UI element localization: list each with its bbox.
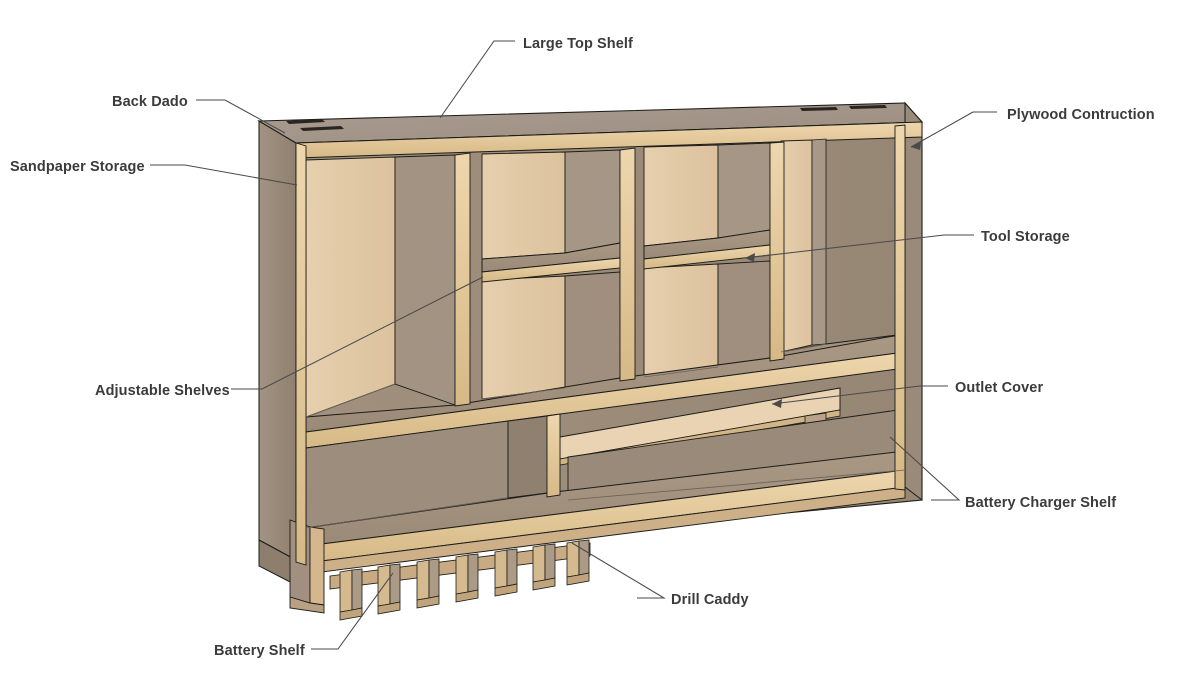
leader-large-top-shelf	[439, 40, 515, 119]
drill-caddy-slat	[455, 553, 479, 603]
cabinet-assembly	[257, 101, 924, 621]
stile-bay3-bay4	[769, 141, 785, 362]
stile-right	[894, 124, 906, 491]
front-stiles	[295, 124, 906, 566]
leader-back-dado	[196, 99, 286, 134]
drill-caddy-slat	[566, 539, 590, 586]
leader-outlet-cover	[771, 385, 948, 405]
leader-adjustable-shelves	[231, 276, 484, 390]
label-outlet-cover: Outlet Cover	[955, 380, 1043, 396]
drill-caddy-slat	[339, 568, 363, 621]
plywood-arrowhead	[911, 142, 921, 150]
label-tool-storage: Tool Storage	[981, 229, 1070, 245]
right-side-panel	[904, 101, 923, 502]
stile-bay1-bay2	[454, 152, 471, 407]
bay3-light-panel	[643, 144, 719, 247]
leader-plywood-arrow-line	[910, 111, 974, 148]
label-large-top-shelf: Large Top Shelf	[523, 36, 633, 52]
left-side-panel	[258, 120, 297, 561]
tool-arrowhead	[745, 253, 755, 262]
bay1-divider-side	[394, 154, 456, 406]
label-back-dado: Back Dado	[112, 94, 188, 110]
bay4-divider-side	[811, 138, 827, 346]
label-plywood-contruction: Plywood Contruction	[1007, 107, 1155, 123]
leader-drill-caddy	[571, 542, 666, 599]
leader-tool-storage	[744, 234, 974, 259]
label-battery-charger-shelf: Battery Charger Shelf	[965, 495, 1116, 511]
bay3-light-panel-lower	[643, 263, 719, 378]
stile-lower-divider	[546, 413, 561, 498]
drill-caddy-slat	[416, 558, 440, 609]
leader-sandpaper-storage	[150, 164, 298, 186]
label-adjustable-shelves: Adjustable Shelves	[95, 383, 230, 399]
bay4-light-panel	[780, 139, 813, 353]
left-foot	[289, 519, 325, 614]
leader-arrowheads	[745, 142, 921, 408]
drill-caddy-slat	[532, 543, 556, 591]
leader-battery-charger-shelf	[889, 436, 961, 501]
bay2-divider-side-lower	[564, 271, 621, 389]
bay2-light-panel	[481, 151, 566, 260]
label-drill-caddy: Drill Caddy	[671, 592, 749, 608]
stile-left	[295, 142, 307, 566]
bay3-divider-side-lower	[717, 260, 771, 368]
bay3-divider-side-upper	[717, 142, 771, 239]
construction-lines	[305, 343, 906, 529]
bay2-light-panel-lower	[481, 275, 566, 400]
stile-bay2-bay3	[619, 147, 636, 382]
leader-battery-shelf	[311, 572, 394, 650]
label-sandpaper-storage: Sandpaper Storage	[10, 159, 145, 175]
outlet-arrowhead	[772, 399, 782, 408]
bay2-divider-side-upper	[564, 149, 621, 254]
drill-caddy-slat	[494, 548, 518, 597]
callout-layer: Large Top Shelf Back Dado Plywood Contru…	[10, 36, 1155, 659]
back-dado-slots	[286, 105, 887, 131]
label-battery-shelf: Battery Shelf	[214, 643, 305, 659]
bay1-light-panel	[305, 156, 396, 418]
